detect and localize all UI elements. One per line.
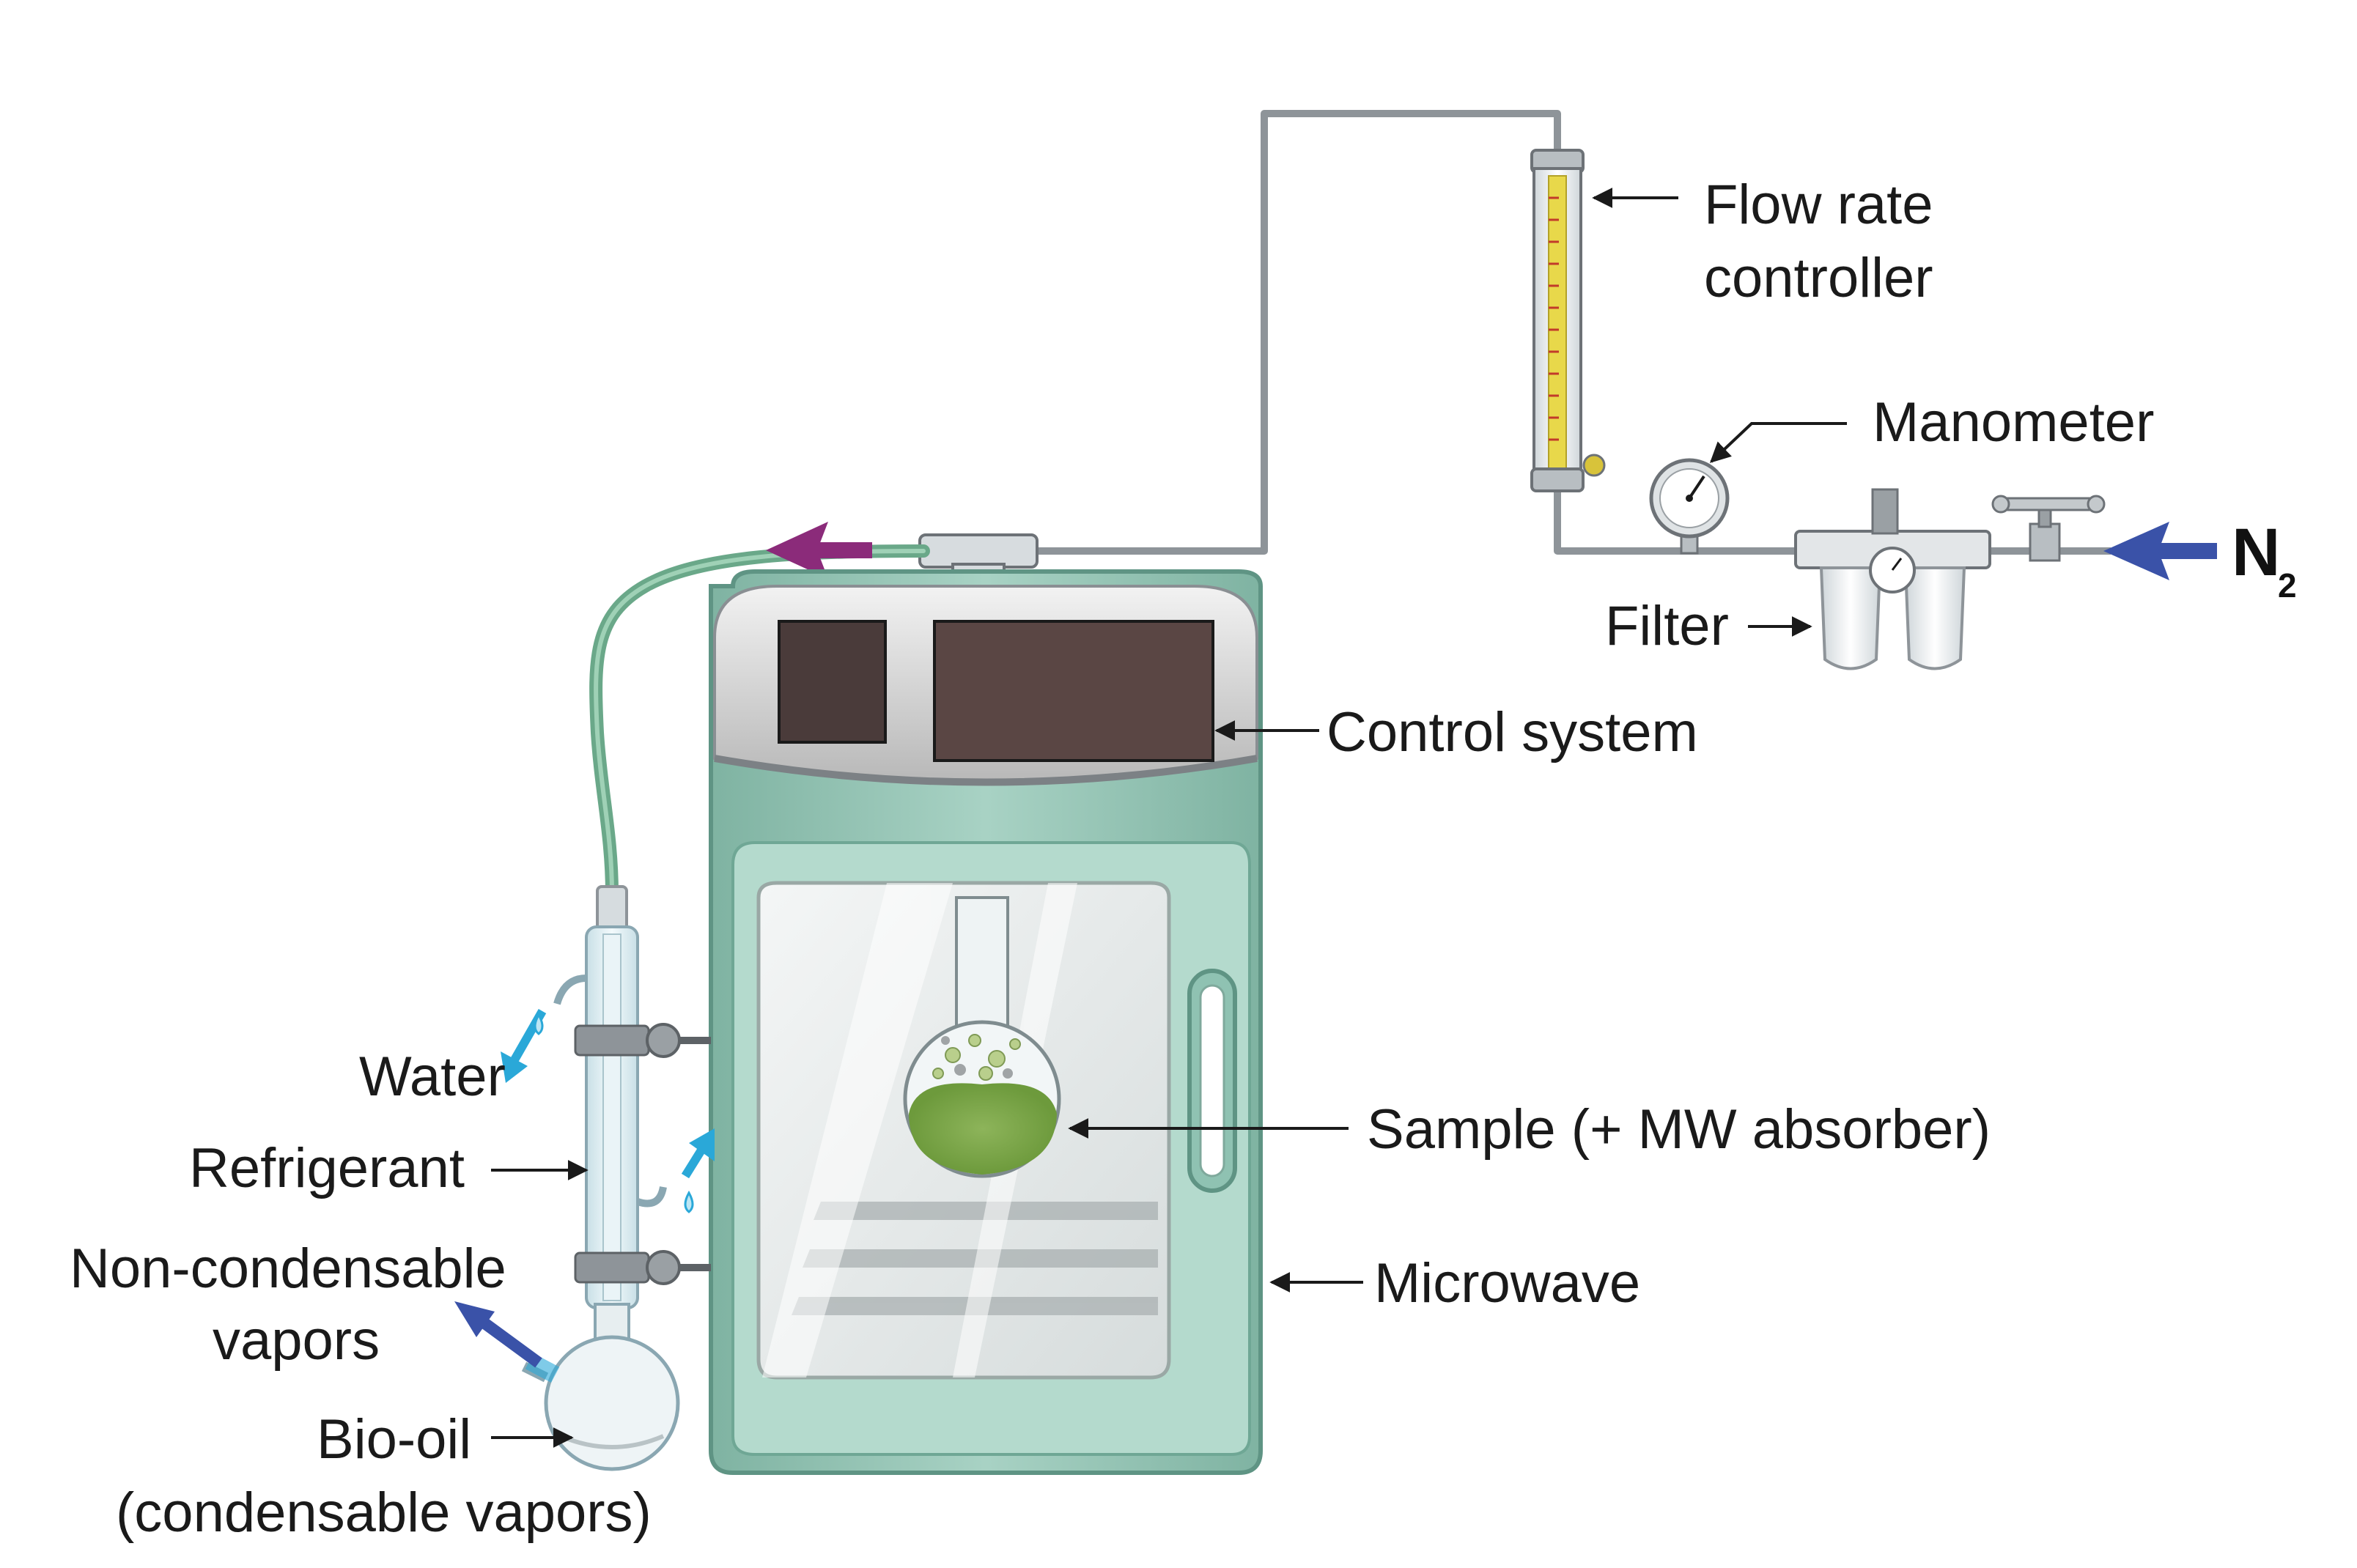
label-n2-subscript: 2 xyxy=(2278,566,2297,604)
filter-unit xyxy=(1794,488,2106,670)
label-filter: Filter xyxy=(1605,595,1729,657)
label-flow-rate-line2: controller xyxy=(1704,247,1933,309)
label-microwave: Microwave xyxy=(1374,1252,1640,1314)
label-bio-oil-line1: Bio-oil xyxy=(317,1408,471,1471)
collection-flask xyxy=(521,1303,680,1471)
label-refrigerant: Refrigerant xyxy=(189,1137,465,1199)
label-sample: Sample (+ MW absorber) xyxy=(1367,1098,1991,1161)
display-screen-small xyxy=(778,620,887,744)
sample-flask xyxy=(903,896,1061,1178)
flow-rate-controller xyxy=(1530,149,1606,492)
label-bio-oil-line2: (condensable vapors) xyxy=(116,1482,652,1544)
non-condensable-arrow xyxy=(454,1301,542,1368)
condenser xyxy=(553,885,711,1309)
purple-flow-arrow xyxy=(766,522,872,579)
microwave-oven xyxy=(709,569,1263,1475)
label-water: Water xyxy=(359,1046,506,1108)
water-flow-arrows xyxy=(501,1009,715,1213)
label-n2: N xyxy=(2232,515,2280,590)
label-pointers xyxy=(491,188,1847,1448)
label-non-condensable-line2: vapors xyxy=(213,1309,380,1372)
label-control-system: Control system xyxy=(1327,701,1698,763)
n2-inlet-arrow xyxy=(2103,522,2217,580)
label-flow-rate-line1: Flow rate xyxy=(1704,174,1933,236)
display-screen-large xyxy=(933,620,1214,762)
manometer xyxy=(1649,458,1730,555)
label-non-condensable-line1: Non-condensable xyxy=(70,1238,506,1300)
label-manometer: Manometer xyxy=(1873,391,2154,454)
